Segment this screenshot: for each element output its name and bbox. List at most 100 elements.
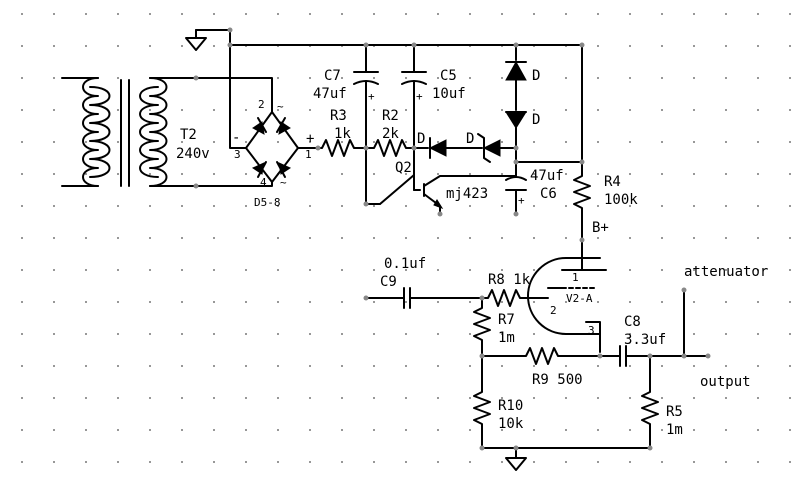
grid-dot xyxy=(277,301,279,303)
grid-dot xyxy=(597,301,599,303)
bridge-minus: - xyxy=(232,130,240,146)
grid-dot xyxy=(405,205,407,207)
grid-dot xyxy=(341,109,343,111)
grid-dot xyxy=(53,77,55,79)
grid-dot xyxy=(469,429,471,431)
grid-dot xyxy=(693,429,695,431)
grid-dot xyxy=(117,141,119,143)
resistor-r2 xyxy=(365,139,415,157)
grid-dot xyxy=(213,365,215,367)
c7-value: 47uf xyxy=(313,86,347,102)
grid-dot xyxy=(373,301,375,303)
resistor-r4 xyxy=(573,169,591,241)
grid-dot xyxy=(117,429,119,431)
capacitor-c6: + xyxy=(505,169,527,215)
junction-nodes xyxy=(193,27,711,451)
grid-dot xyxy=(53,429,55,431)
grid-dot xyxy=(693,301,695,303)
r10-name: R10 xyxy=(498,398,523,414)
grid-dot xyxy=(725,301,727,303)
background-grid xyxy=(21,13,791,463)
attenuator-label: attenuator xyxy=(684,264,768,280)
t2-name: T2 xyxy=(180,127,197,143)
grid-dot xyxy=(117,365,119,367)
grid-dot xyxy=(277,141,279,143)
grid-dot xyxy=(629,205,631,207)
grid-dot xyxy=(661,461,663,463)
grid-dot xyxy=(629,13,631,15)
grid-dot xyxy=(213,13,215,15)
grid-dot xyxy=(757,365,759,367)
grid-dot xyxy=(117,109,119,111)
grid-dot xyxy=(757,333,759,335)
grid-dot xyxy=(85,13,87,15)
r4-name: R4 xyxy=(604,174,621,190)
grid-dot xyxy=(213,269,215,271)
grid-dot xyxy=(149,429,151,431)
top-rail-wire xyxy=(229,29,583,171)
grid-dot xyxy=(469,365,471,367)
grid-dot xyxy=(533,173,535,175)
grid-dot xyxy=(565,301,567,303)
grid-dot xyxy=(149,461,151,463)
grid-dot xyxy=(661,141,663,143)
grid-dot xyxy=(213,429,215,431)
grid-dot xyxy=(629,109,631,111)
grid-dot xyxy=(565,77,567,79)
grid-dot xyxy=(309,109,311,111)
grid-dot xyxy=(405,173,407,175)
transistor-q2 xyxy=(379,147,517,215)
grid-dot xyxy=(437,237,439,239)
capacitor-c9 xyxy=(365,287,483,309)
c9-name: C9 xyxy=(380,274,397,290)
r7-value: 1m xyxy=(498,330,515,346)
grid-dot xyxy=(501,13,503,15)
grid-dot xyxy=(117,13,119,15)
grid-dot xyxy=(533,141,535,143)
grid-dot xyxy=(757,141,759,143)
grid-dot xyxy=(21,205,23,207)
grid-dot xyxy=(501,333,503,335)
grid-dot xyxy=(85,429,87,431)
grid-dot xyxy=(309,429,311,431)
diode-chain xyxy=(413,127,517,163)
grid-dot xyxy=(501,429,503,431)
grid-dot xyxy=(789,45,791,47)
grid-dot xyxy=(341,333,343,335)
grid-dot xyxy=(501,301,503,303)
grid-dot xyxy=(661,397,663,399)
grid-dot xyxy=(789,365,791,367)
grid-dot xyxy=(725,461,727,463)
grid-dot xyxy=(469,13,471,15)
grid-dot xyxy=(309,269,311,271)
grid-dot xyxy=(117,333,119,335)
grid-dot xyxy=(661,429,663,431)
grid-dot xyxy=(181,13,183,15)
grid-dot xyxy=(501,461,503,463)
grid-dot xyxy=(85,141,87,143)
grid-dot xyxy=(405,13,407,15)
grid-dot xyxy=(437,109,439,111)
grid-dot xyxy=(117,77,119,79)
grid-dot xyxy=(53,333,55,335)
grid-dot xyxy=(341,237,343,239)
grid-dot xyxy=(149,301,151,303)
grid-dot xyxy=(661,173,663,175)
grid-dot xyxy=(565,237,567,239)
grid-dot xyxy=(757,397,759,399)
grid-dot xyxy=(501,397,503,399)
grid-dot xyxy=(789,397,791,399)
grid-dot xyxy=(21,301,23,303)
grid-dot xyxy=(373,173,375,175)
grid-dot xyxy=(21,397,23,399)
grid-dot xyxy=(757,301,759,303)
grid-dot xyxy=(341,365,343,367)
grid-dot xyxy=(501,173,503,175)
grid-dot xyxy=(693,205,695,207)
diode-label-top-a: D xyxy=(532,68,540,84)
grid-dot xyxy=(21,13,23,15)
grid-dot xyxy=(341,301,343,303)
grid-dot xyxy=(437,429,439,431)
grid-dot xyxy=(789,13,791,15)
